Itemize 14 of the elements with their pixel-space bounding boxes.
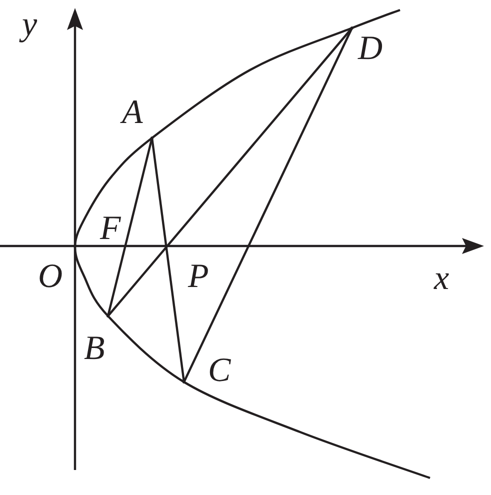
point-label: P [188,260,209,294]
point-label: F [100,212,121,246]
line-segment [107,27,353,317]
point-dot [150,136,154,140]
line-segment [150,138,186,382]
axis-label: x [434,262,450,296]
point-label: C [208,354,231,388]
line-segment [106,138,154,316]
point-label: B [84,332,105,366]
point-label: D [358,32,383,66]
line-segment [183,28,353,382]
point-label: A [122,96,143,130]
point-label: O [38,260,63,294]
point-dot [350,26,354,30]
